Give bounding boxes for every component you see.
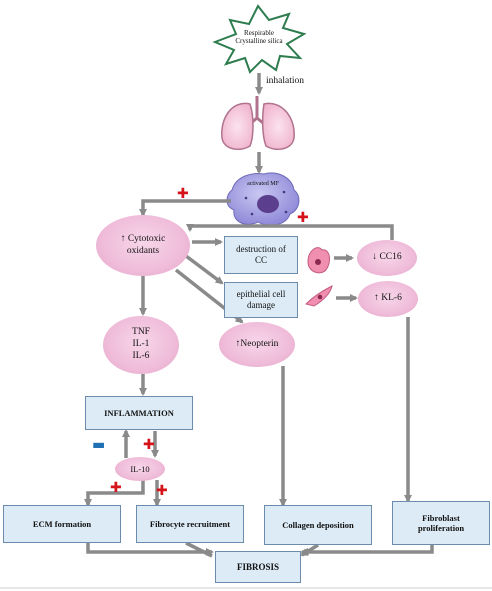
fibrocyte-recruitment-box: Fibrocyte recruitment bbox=[136, 505, 244, 543]
arrow-ecm-fibrosis bbox=[86, 543, 214, 556]
inhalation-label: inhalation bbox=[266, 76, 304, 86]
ecm-formation-box: ECM formation bbox=[3, 505, 121, 543]
lungs-icon bbox=[221, 96, 295, 151]
fibrosis-box: FIBROSIS bbox=[215, 551, 301, 583]
arrow-macrophage-oxidants bbox=[139, 199, 231, 217]
epithelial-damage-box: epithelial cell damage bbox=[224, 282, 298, 318]
plus-sign-ecm: ✚ bbox=[110, 480, 122, 496]
plus-sign-macrophage: ✚ bbox=[177, 186, 189, 202]
epithelial-cell-icon bbox=[305, 285, 333, 307]
silica-star-shape bbox=[212, 4, 307, 74]
macrophage-cell-icon bbox=[226, 172, 300, 226]
minus-sign-il10: ▬ bbox=[92, 437, 106, 453]
arrow-fibrocyte-fibrosis bbox=[185, 541, 213, 558]
cc16-node: ↓ CC16 bbox=[357, 240, 417, 276]
arrow-fibroblast-fibrosis bbox=[300, 545, 434, 556]
plus-sign-feedback: ✚ bbox=[297, 210, 309, 226]
cytokines-node: TNF IL-1 IL-6 bbox=[103, 316, 179, 374]
arrow-il10-ecm bbox=[84, 480, 145, 507]
fibroblast-proliferation-box: Fibroblast proliferation bbox=[392, 501, 490, 545]
connector-arrows bbox=[84, 73, 434, 558]
collagen-deposition-box: Collagen deposition bbox=[264, 505, 372, 545]
neopterin-node: ↑Neopterin bbox=[219, 322, 295, 367]
cytotoxic-oxidants-node: ↑ Cytotoxic oxidants bbox=[96, 215, 190, 276]
club-cell-icon bbox=[307, 247, 330, 274]
macrophage-label: activated MF bbox=[247, 181, 279, 187]
kl6-node: ↑ KL-6 bbox=[358, 281, 418, 317]
arrow-oxidants-epithelial bbox=[184, 254, 224, 285]
destruction-cc-box: destruction of CC bbox=[224, 236, 298, 274]
arrow-feedback-oxidants bbox=[186, 224, 394, 240]
silica-label: Respirable Crystalline silica bbox=[235, 29, 283, 46]
plus-sign-fibrocyte: ✚ bbox=[156, 483, 168, 499]
plus-sign-il10: ✚ bbox=[143, 437, 155, 453]
inflammation-box: INFLAMMATION bbox=[85, 396, 193, 430]
il10-node: IL-10 bbox=[115, 457, 165, 481]
